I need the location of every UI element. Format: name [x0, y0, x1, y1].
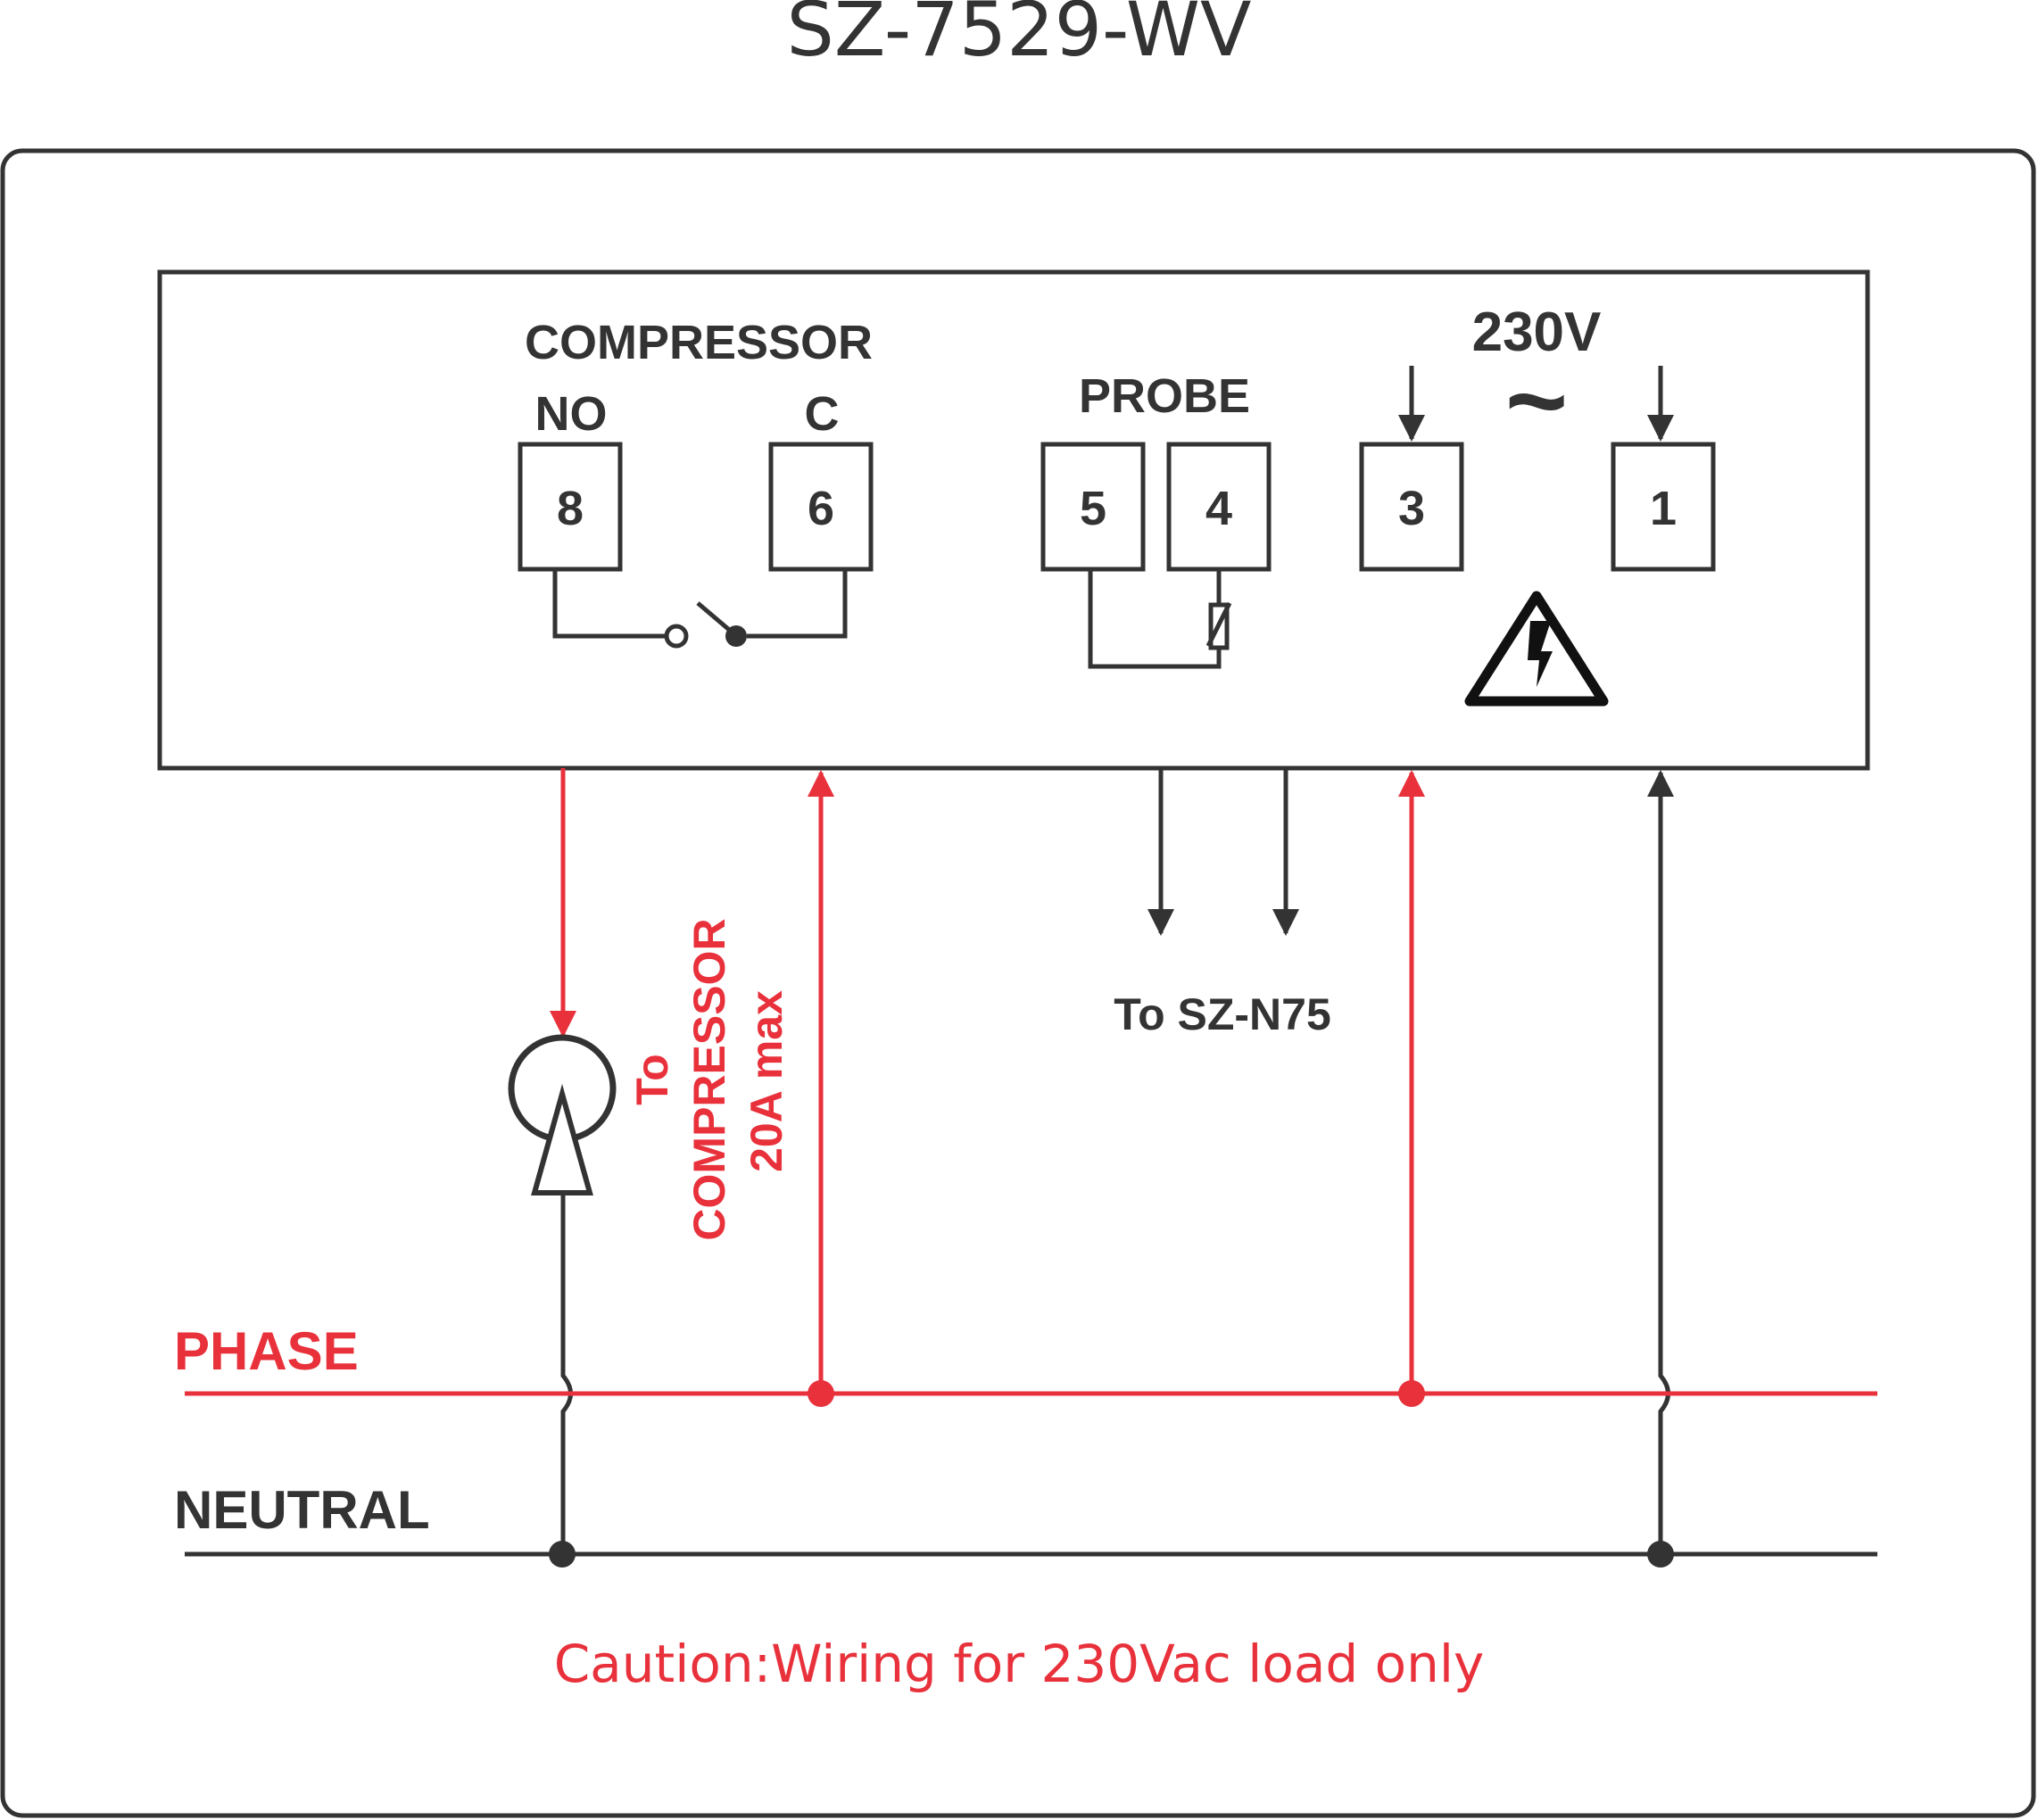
voltage-label: 230V	[1472, 302, 1602, 363]
neutral-to-terminal-1-wire	[1647, 770, 1674, 1554]
phase-junction-terminal-3	[1398, 1380, 1425, 1407]
caution-note: Caution:Wiring for 230Vac load only	[554, 1634, 1485, 1694]
terminal-1	[1611, 442, 1716, 572]
compressor-text-line1: To	[627, 1054, 677, 1104]
compressor-text-line2: COMPRESSOR	[684, 918, 734, 1240]
terminal-5	[1040, 442, 1146, 572]
c-label: C	[805, 387, 840, 441]
terminal-6	[768, 442, 874, 572]
terminal-6-number: 6	[808, 482, 834, 535]
no-label: NO	[535, 387, 608, 441]
terminal-1-number: 1	[1650, 482, 1677, 535]
compressor-symbol	[508, 1034, 617, 1195]
terminal-8	[518, 442, 623, 572]
terminal-8-number: 8	[557, 482, 584, 535]
relay-switch-symbol	[552, 569, 848, 649]
neutral-junction-terminal-1	[1647, 1541, 1674, 1568]
phase-label: PHASE	[174, 1321, 359, 1381]
neutral-junction-compressor	[549, 1541, 576, 1568]
compressor-label: COMPRESSOR	[525, 316, 873, 369]
outer-enclosure	[0, 148, 2036, 1818]
neutral-label: NEUTRAL	[174, 1480, 430, 1540]
probe-label: PROBE	[1079, 369, 1250, 423]
controller-box	[157, 269, 1870, 771]
phase-junction-terminal-6	[808, 1380, 834, 1407]
terminal-3	[1359, 442, 1464, 572]
terminal-3-number: 3	[1398, 482, 1425, 535]
compressor-text-line3: 20A max	[741, 990, 791, 1172]
to-probe-label: To SZ-N75	[1114, 989, 1331, 1039]
terminal-4-number: 4	[1205, 482, 1232, 535]
ac-symbol: ~	[1505, 341, 1568, 460]
terminal-5-number: 5	[1080, 482, 1106, 535]
high-voltage-warning-icon	[1464, 591, 1609, 707]
diagram-title: SZ-7529-WV	[787, 0, 1252, 73]
probe-resistor-symbol	[1088, 569, 1232, 669]
compressor-to-neutral-wire	[560, 1193, 573, 1554]
